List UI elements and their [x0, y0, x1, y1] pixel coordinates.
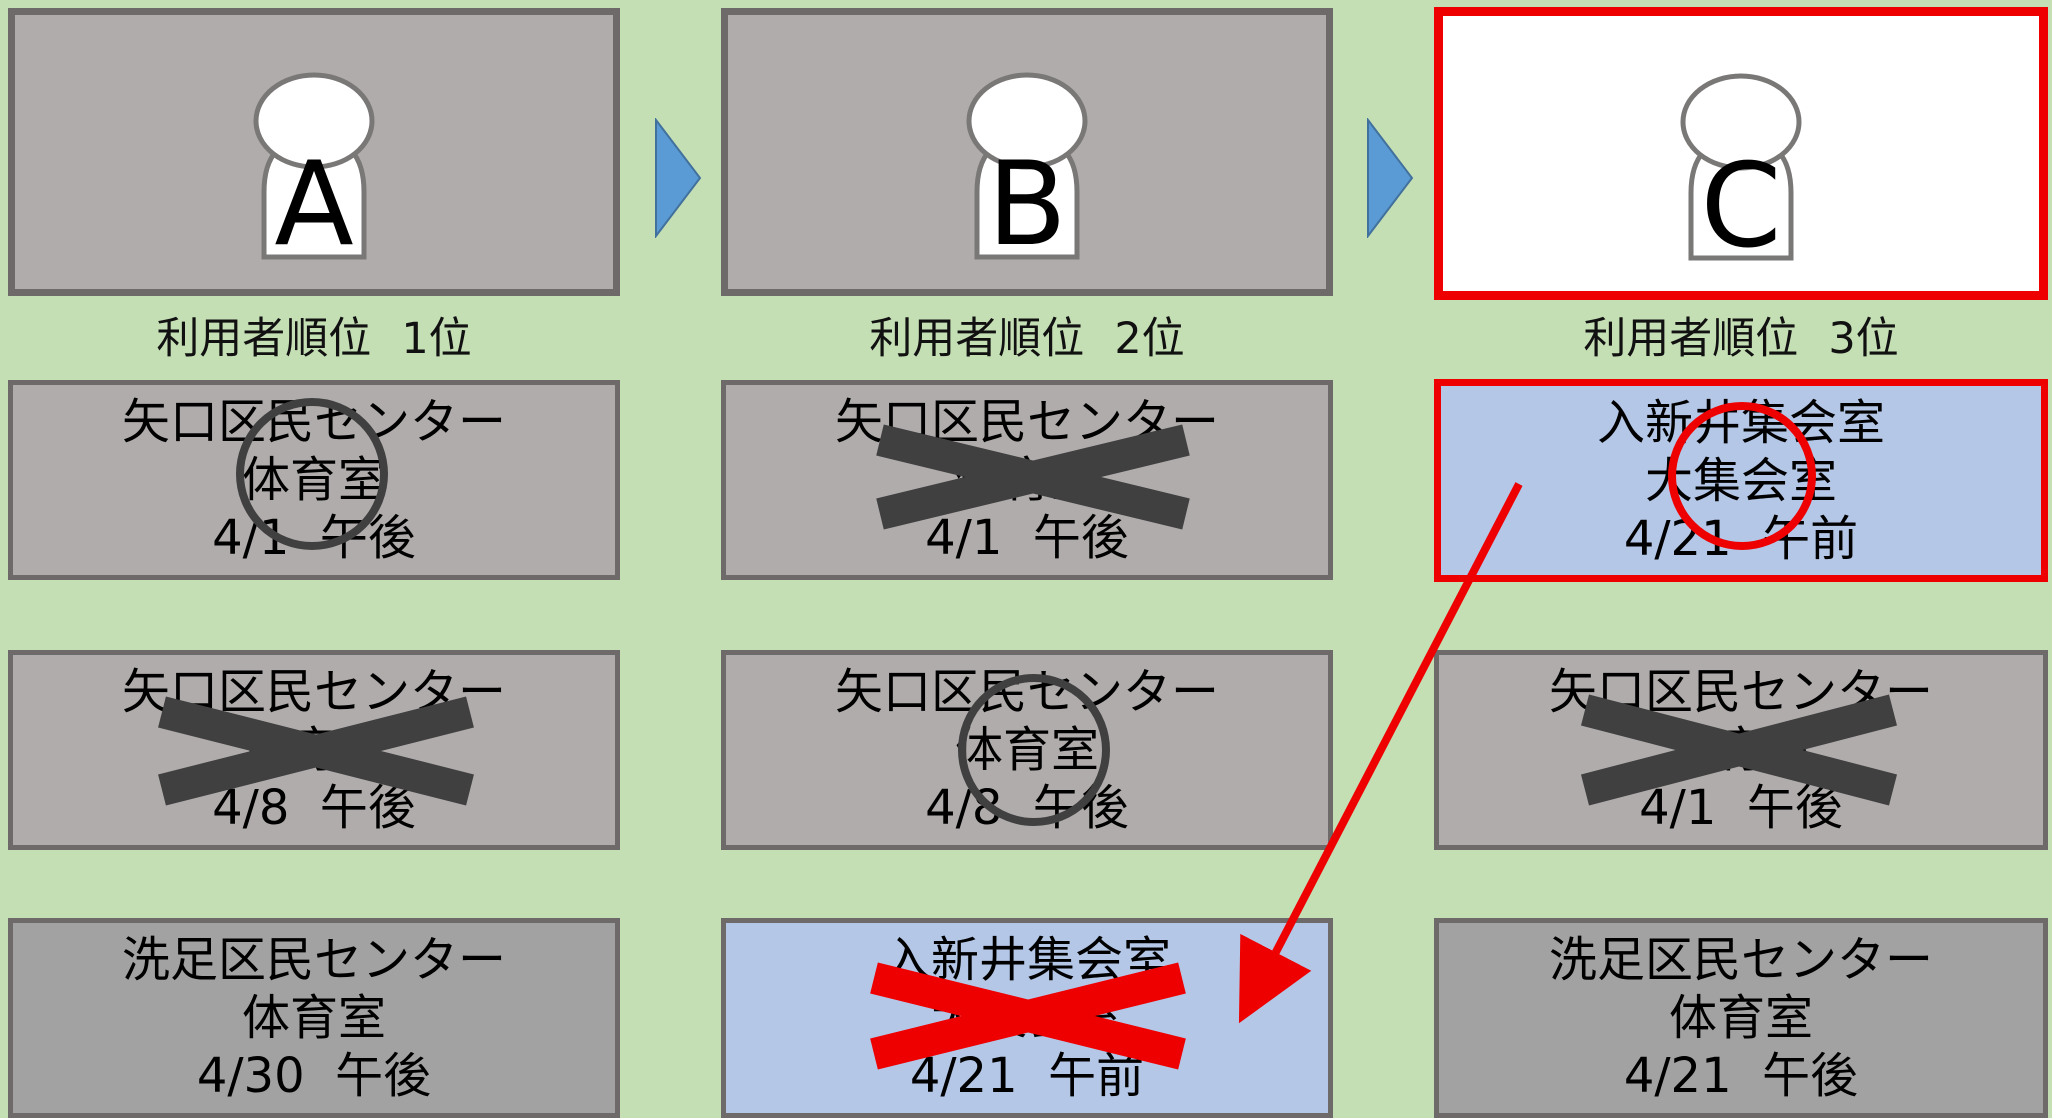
slot-period: 午前 — [1762, 510, 1859, 567]
rank-value: 2位 — [1114, 314, 1185, 364]
slot-date: 4/8 — [212, 780, 290, 836]
slot-period: 午後 — [319, 510, 416, 566]
rank-label-text: 利用者順位 — [869, 314, 1085, 364]
slot-period: 午後 — [1032, 510, 1129, 566]
facility-name: 矢口区民センター — [834, 394, 1219, 450]
slot-date: 4/1 — [1639, 780, 1717, 836]
room-name: 体育室 — [1668, 722, 1813, 778]
rank-value: 1位 — [401, 314, 472, 364]
facility-name: 洗足区民センター — [121, 932, 506, 988]
facility-name: 矢口区民センター — [121, 394, 506, 450]
facility-name: 矢口区民センター — [1548, 664, 1933, 720]
slot-date: 4/21 — [1623, 1048, 1732, 1104]
facility-name: 入新井集会室 — [1596, 394, 1885, 451]
slot-c-2: 矢口区民センター 体育室 4/1 午後 — [1434, 650, 2048, 850]
room-name: 体育室 — [241, 990, 386, 1046]
facility-name: 矢口区民センター — [834, 664, 1219, 720]
room-name: 体育室 — [954, 452, 1099, 508]
user-letter: A — [274, 137, 354, 272]
rank-value: 3位 — [1828, 314, 1899, 364]
user-card-c: C — [1434, 7, 2048, 300]
room-name: 大集会室 — [930, 990, 1123, 1046]
room-name: 体育室 — [241, 722, 386, 778]
room-name: 体育室 — [1668, 990, 1813, 1046]
slot-period: 午後 — [1762, 1048, 1859, 1104]
slot-period: 午後 — [1746, 780, 1843, 836]
slot-b-2: 矢口区民センター 体育室 4/8 午後 — [721, 650, 1333, 850]
slot-period: 午前 — [1048, 1048, 1145, 1104]
room-name: 大集会室 — [1644, 452, 1837, 509]
slot-date: 4/8 — [925, 780, 1003, 836]
slot-date: 4/30 — [196, 1048, 305, 1104]
slot-date: 4/1 — [212, 510, 290, 566]
user-card-a: A — [8, 8, 620, 296]
room-name: 体育室 — [954, 722, 1099, 778]
person-icon — [932, 57, 1122, 267]
slot-period: 午後 — [319, 780, 416, 836]
facility-name: 洗足区民センター — [1548, 932, 1933, 988]
slot-period: 午後 — [1032, 780, 1129, 836]
user-letter: C — [1700, 139, 1782, 274]
slot-date: 4/1 — [925, 510, 1003, 566]
facility-name: 矢口区民センター — [121, 664, 506, 720]
room-name: 体育室 — [241, 452, 386, 508]
slot-date: 4/21 — [1623, 510, 1732, 567]
rank-label-text: 利用者順位 — [156, 314, 372, 364]
chevron-right-icon — [1367, 118, 1414, 238]
slot-a-2: 矢口区民センター 体育室 4/8 午後 — [8, 650, 620, 850]
slot-a-1: 矢口区民センター 体育室 4/1 午後 — [8, 380, 620, 580]
facility-name: 入新井集会室 — [882, 932, 1171, 988]
slot-period: 午後 — [335, 1048, 432, 1104]
slot-b-1: 矢口区民センター 体育室 4/1 午後 — [721, 380, 1333, 580]
rank-label-text: 利用者順位 — [1583, 314, 1799, 364]
person-icon — [1646, 58, 1836, 268]
user-card-b: B — [721, 8, 1333, 296]
slot-b-3: 入新井集会室 大集会室 4/21 午前 — [721, 918, 1333, 1118]
slot-c-3: 洗足区民センター 体育室 4/21 午後 — [1434, 918, 2048, 1118]
slot-a-3: 洗足区民センター 体育室 4/30 午後 — [8, 918, 620, 1118]
slot-c-1: 入新井集会室 大集会室 4/21 午前 — [1434, 379, 2048, 582]
user-letter: B — [987, 137, 1067, 272]
slot-date: 4/21 — [909, 1048, 1018, 1104]
person-icon — [219, 57, 409, 267]
chevron-right-icon — [655, 118, 702, 238]
